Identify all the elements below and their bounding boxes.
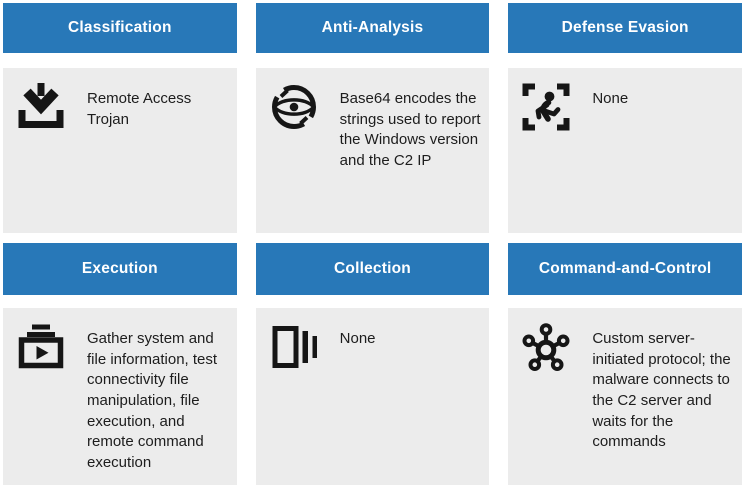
network-hub-icon [521, 323, 571, 371]
card-text: Gather system and file information, test… [87, 330, 218, 472]
card-text: Remote Access Trojan [87, 90, 192, 128]
hidden-eye-icon [269, 83, 319, 131]
card-text: Base64 encodes the strings used to repor… [339, 90, 481, 170]
card-text: Custom server-initiated protocol; the ma… [592, 330, 731, 451]
matrix-row-2: Execution Gather system and file informa… [3, 243, 742, 485]
card-collection: Collection None [255, 243, 490, 485]
documents-icon [269, 323, 319, 371]
card-body-defense-evasion: None [508, 68, 742, 233]
card-body-command-and-control: Custom server-initiated protocol; the ma… [508, 308, 742, 485]
card-header-execution: Execution [3, 243, 237, 295]
card-classification: Classification Remote Access Trojan [3, 3, 237, 233]
download-icon [16, 83, 66, 131]
card-body-collection: None [255, 308, 490, 485]
card-anti-analysis: Anti-Analysis Base64 encodes the strings… [255, 3, 490, 233]
matrix-row-1: Classification Remote Access Trojan Anti… [3, 3, 742, 233]
card-header-collection: Collection [255, 243, 490, 295]
card-header-defense-evasion: Defense Evasion [508, 3, 742, 53]
card-text: None [339, 330, 376, 347]
card-header-classification: Classification [3, 3, 237, 53]
card-header-anti-analysis: Anti-Analysis [255, 3, 490, 53]
card-body-classification: Remote Access Trojan [3, 68, 237, 233]
card-header-command-and-control: Command-and-Control [508, 243, 742, 295]
play-queue-icon [16, 323, 66, 371]
card-body-anti-analysis: Base64 encodes the strings used to repor… [255, 68, 490, 233]
card-text: None [592, 90, 629, 107]
card-execution: Execution Gather system and file informa… [3, 243, 237, 485]
card-body-execution: Gather system and file information, test… [3, 308, 237, 485]
card-command-and-control: Command-and-Control [508, 243, 742, 485]
person-scan-icon [521, 83, 571, 131]
card-defense-evasion: Defense Evasion None [508, 3, 742, 233]
